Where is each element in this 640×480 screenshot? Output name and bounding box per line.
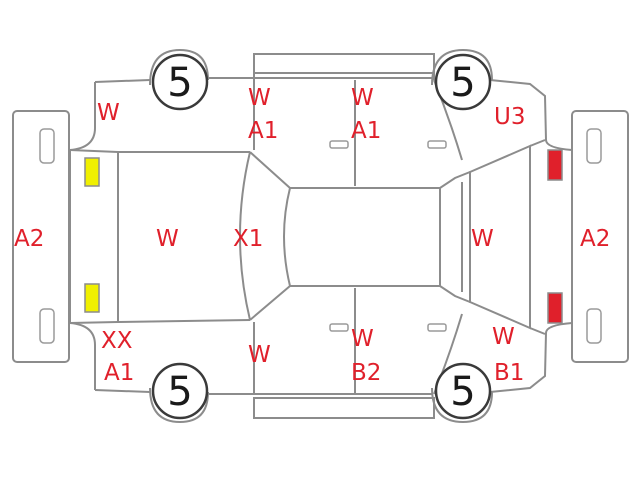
code-bottom-rear-door-2: B2 (351, 360, 381, 386)
code-top-rear-door-1: W (351, 85, 374, 111)
code-bottom-rear-fender-1: W (492, 324, 515, 350)
tire-rear-right-rating: 5 (450, 369, 475, 415)
code-bottom-fender-front-2: A1 (104, 360, 134, 386)
rear-bumper (571, 110, 629, 363)
code-rear-glass: W (471, 226, 494, 252)
code-bottom-rear-fender-2: B1 (494, 360, 524, 386)
top-side-strip (253, 53, 435, 80)
front-right-light (84, 283, 100, 313)
code-bottom-front-door: W (248, 342, 271, 368)
code-top-rear-door-2: A1 (351, 118, 381, 144)
front-left-light (84, 157, 100, 187)
code-bottom-fender-front-1: XX (101, 328, 133, 354)
tire-front-right-rating: 5 (167, 369, 192, 415)
code-rear-bumper: A2 (580, 226, 610, 252)
code-top-rear-fender: U3 (494, 104, 525, 130)
bottom-side-strip (253, 397, 435, 419)
code-top-fender-front: W (97, 100, 120, 126)
tire-front-left: 5 (149, 48, 209, 111)
code-bottom-rear-door-1: W (351, 326, 374, 352)
code-windshield-pillar: X1 (233, 226, 263, 252)
code-top-front-door-2: A1 (248, 118, 278, 144)
code-front-bumper: A2 (14, 226, 44, 252)
rear-right-light (547, 292, 563, 324)
tire-rear-right: 5 (431, 362, 493, 424)
tire-rear-left-rating: 5 (450, 60, 475, 106)
code-hood: W (156, 226, 179, 252)
tire-front-left-rating: 5 (167, 60, 192, 106)
rear-left-light (547, 149, 563, 181)
tire-rear-left: 5 (431, 48, 493, 111)
car-body-outline (69, 77, 573, 395)
tire-front-right: 5 (149, 362, 209, 424)
code-top-front-door-1: W (248, 85, 271, 111)
